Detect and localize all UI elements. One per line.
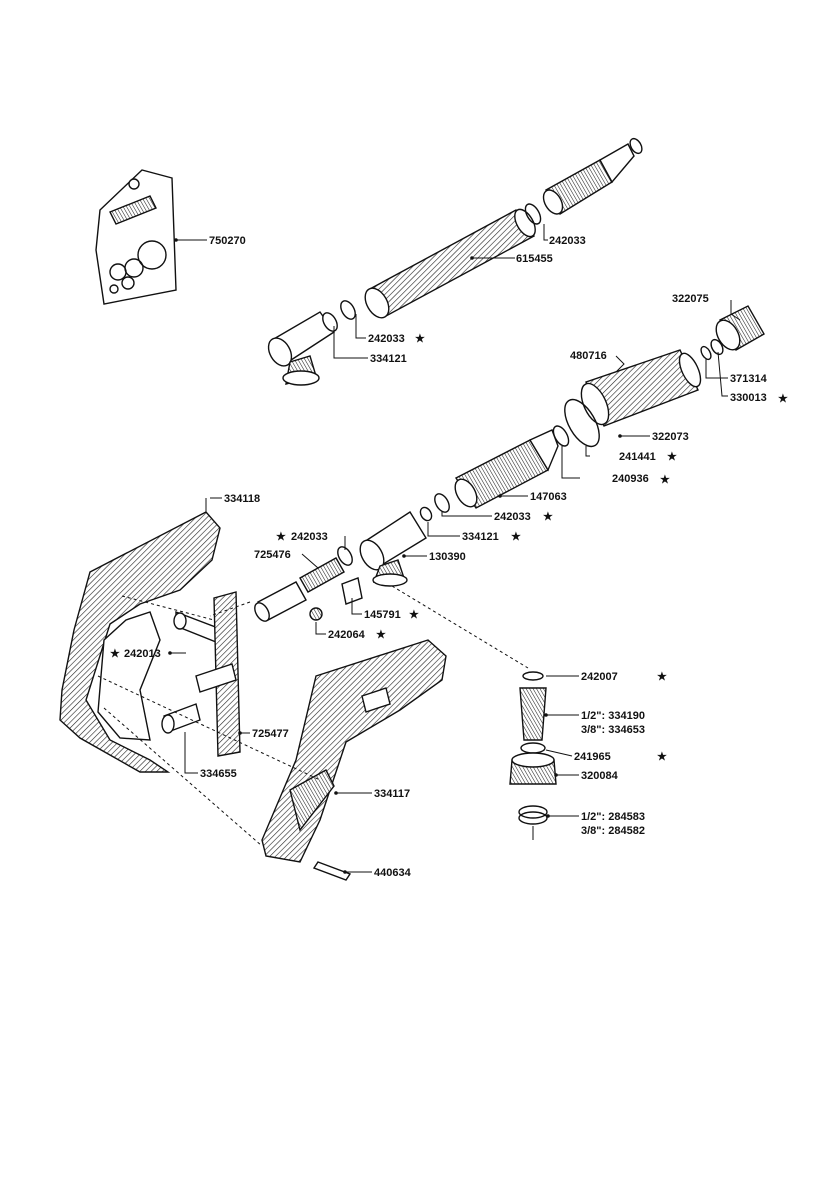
label-145791: 145791: [364, 609, 401, 621]
label-242007: 242007: [581, 671, 618, 683]
svg-text:★: ★: [778, 393, 788, 405]
label-242013: 242013: [124, 648, 161, 660]
label-725477: 725477: [252, 728, 289, 740]
front-grip-shell: [262, 640, 446, 880]
label-241965: 241965: [574, 751, 611, 763]
label-330013: 330013: [730, 392, 767, 404]
label-371314: 371314: [730, 373, 768, 385]
label-334121-b: 334121: [462, 531, 499, 543]
label-284583: 1/2": 284583: [581, 811, 645, 823]
svg-text:★: ★: [667, 451, 677, 463]
upper-tube-assembly: [264, 137, 644, 385]
seal-kit-bag: [96, 170, 176, 304]
label-242033-b: 242033: [368, 333, 405, 345]
svg-text:★: ★: [657, 671, 667, 683]
label-284582: 3/8": 284582: [581, 825, 645, 837]
label-242033-d: 242033: [291, 531, 328, 543]
svg-text:★: ★: [409, 609, 419, 621]
label-130390: 130390: [429, 551, 466, 563]
label-241441: 241441: [619, 451, 656, 463]
svg-text:★: ★: [511, 531, 521, 543]
label-242033-c: 242033: [494, 511, 531, 523]
label-725476: 725476: [254, 549, 291, 561]
label-334190: 1/2": 334190: [581, 710, 645, 722]
svg-text:★: ★: [543, 511, 553, 523]
swivel-outlet-parts: [510, 672, 556, 824]
label-440634: 440634: [374, 867, 412, 879]
label-615455: 615455: [516, 253, 553, 265]
label-750270: 750270: [209, 235, 246, 247]
part-labels: 750270 242033 615455 242033 334121 32207…: [124, 235, 768, 879]
svg-text:★: ★: [660, 474, 670, 486]
svg-text:★: ★: [376, 629, 386, 641]
trigger-lever: [162, 592, 240, 756]
svg-text:★: ★: [657, 751, 667, 763]
label-240936: 240936: [612, 473, 649, 485]
label-334118: 334118: [224, 493, 260, 505]
label-320084: 320084: [581, 770, 619, 782]
label-242064: 242064: [328, 629, 366, 641]
label-480716: 480716: [570, 350, 607, 362]
label-147063: 147063: [530, 491, 567, 503]
svg-text:★: ★: [110, 648, 120, 660]
label-322073: 322073: [652, 431, 689, 443]
middle-lance-assembly: [355, 306, 764, 586]
label-334653: 3/8": 334653: [581, 724, 645, 736]
label-334117: 334117: [374, 788, 410, 800]
label-322075: 322075: [672, 293, 709, 305]
label-334655: 334655: [200, 768, 237, 780]
svg-text:★: ★: [276, 531, 286, 543]
svg-text:★: ★: [415, 333, 425, 345]
rear-handle-frame: [60, 512, 220, 772]
label-334121-a: 334121: [370, 353, 407, 365]
label-242033-a: 242033: [549, 235, 586, 247]
